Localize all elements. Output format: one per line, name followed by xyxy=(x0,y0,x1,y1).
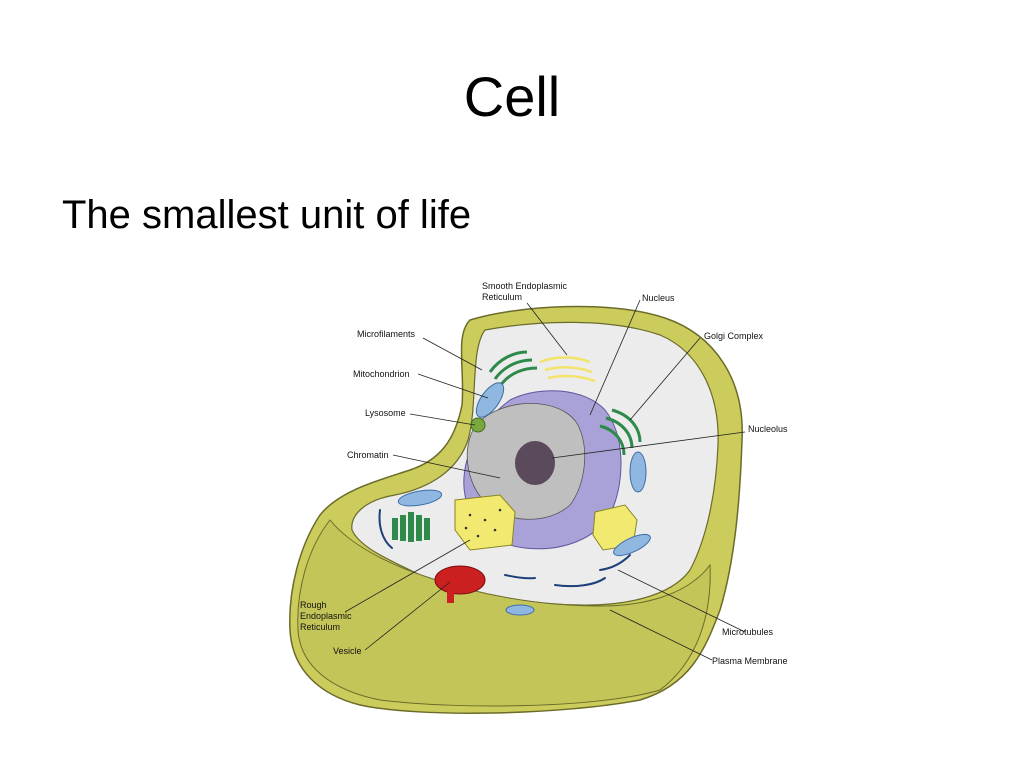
label-mitochondrion: Mitochondrion xyxy=(353,369,410,379)
mitochondrion-4 xyxy=(613,533,651,557)
label-microfilaments: Microfilaments xyxy=(357,329,416,339)
slide-subtitle: The smallest unit of life xyxy=(62,193,472,237)
mitochondrion-5 xyxy=(505,604,535,616)
leader-lines xyxy=(344,299,746,661)
smooth-er xyxy=(539,356,596,383)
label-nucleolus: Nucleolus xyxy=(748,424,788,434)
golgi-complex-left xyxy=(392,512,430,542)
label-golgi: Golgi Complex xyxy=(704,331,764,341)
label-rough-er-1: Rough xyxy=(300,600,327,610)
golgi-complex-top xyxy=(488,350,538,387)
golgi-complex-right xyxy=(599,408,642,456)
label-plasma-membrane: Plasma Membrane xyxy=(712,656,788,666)
label-nucleus: Nucleus xyxy=(642,293,675,303)
microtubules xyxy=(378,509,631,588)
label-rough-er-2: Endoplasmic xyxy=(300,611,352,621)
mitochondrion-3 xyxy=(629,451,647,493)
mitochondrion-2 xyxy=(397,489,443,507)
lysosome xyxy=(470,417,486,433)
mitochondria xyxy=(397,382,651,616)
nucleolus xyxy=(515,441,555,485)
label-vesicle: Vesicle xyxy=(333,646,362,656)
label-chromatin: Chromatin xyxy=(347,450,389,460)
slide-title: Cell xyxy=(463,65,561,128)
label-microtubules: Microtubules xyxy=(722,627,774,637)
label-smooth-er-2: Reticulum xyxy=(482,292,522,302)
label-smooth-er-1: Smooth Endoplasmic xyxy=(482,281,568,291)
label-rough-er-3: Reticulum xyxy=(300,622,340,632)
label-lysosome: Lysosome xyxy=(365,408,406,418)
vesicle xyxy=(434,565,486,603)
mitochondrion-1 xyxy=(475,382,505,418)
rough-er-left xyxy=(454,494,516,551)
